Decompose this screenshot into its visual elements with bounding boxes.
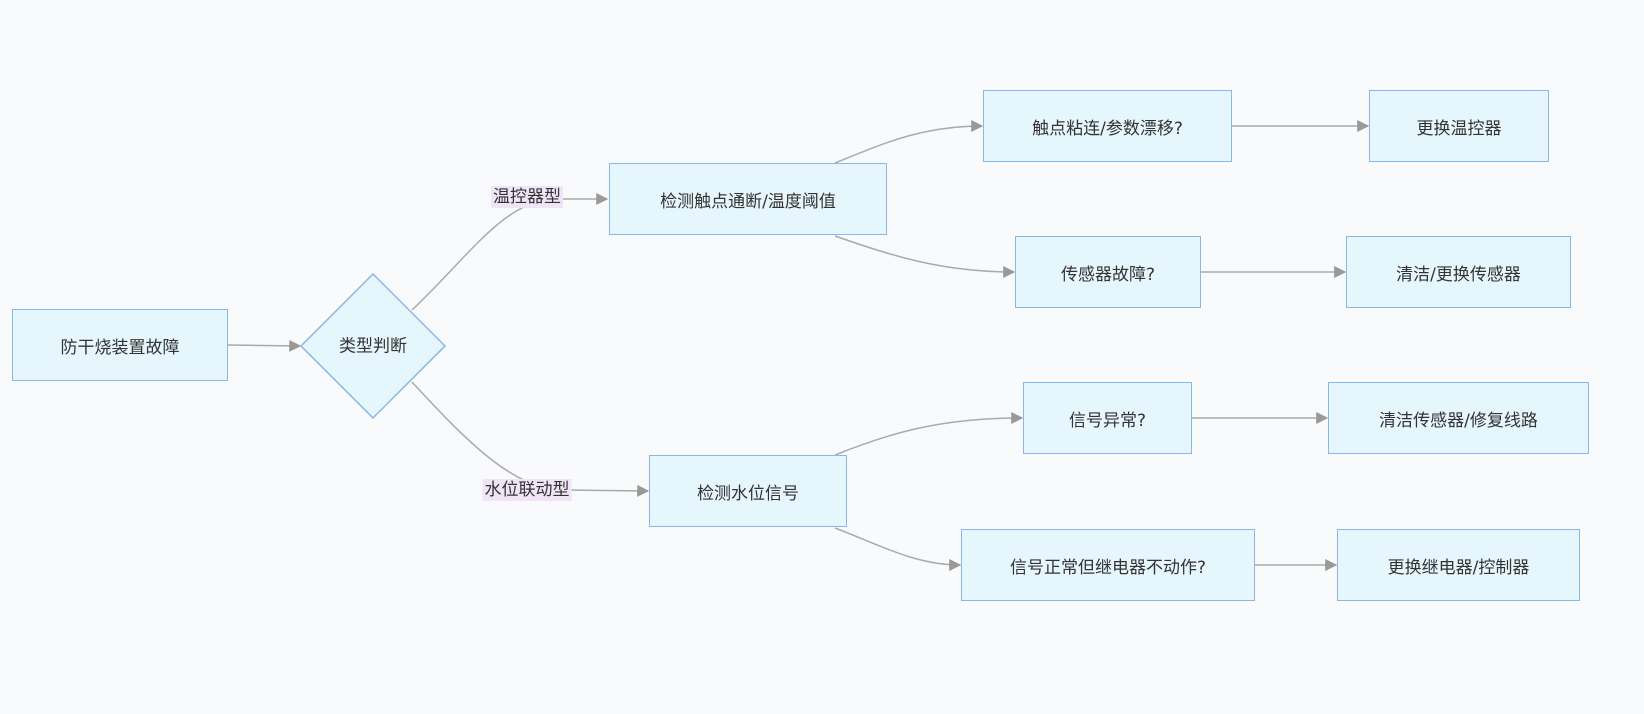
node-q-signal: 信号异常? [1023,382,1192,454]
edge-label-thermostat-type: 温控器型 [491,186,563,208]
node-a-wiring: 清洁传感器/修复线路 [1328,382,1589,454]
edge-thermostat-contact [834,120,984,164]
node-check-thermostat: 检测触点通断/温度阈值 [609,163,887,235]
node-q-relay: 信号正常但继电器不动作? [961,529,1255,601]
node-a-sensor: 清洁/更换传感器 [1346,236,1571,308]
decision-diamond [299,272,447,420]
node-q-sensor: 传感器故障? [1015,236,1201,308]
edge-label-water-type: 水位联动型 [482,479,572,501]
node-q-contact: 触点粘连/参数漂移? [983,90,1232,162]
edge-thermostat-sensor [834,235,1016,278]
node-root: 防干烧装置故障 [12,309,228,381]
node-decision-label: 类型判断 [339,336,407,357]
edge-decision-thermostat [411,193,609,311]
edge-decision-water [411,381,650,497]
edge-root-decision [226,339,302,352]
node-a-thermostat: 更换温控器 [1369,90,1549,162]
edge-water-relay [834,527,962,571]
edge-water-signal [834,412,1024,456]
node-a-relay: 更换继电器/控制器 [1337,529,1580,601]
node-check-water: 检测水位信号 [649,455,847,527]
